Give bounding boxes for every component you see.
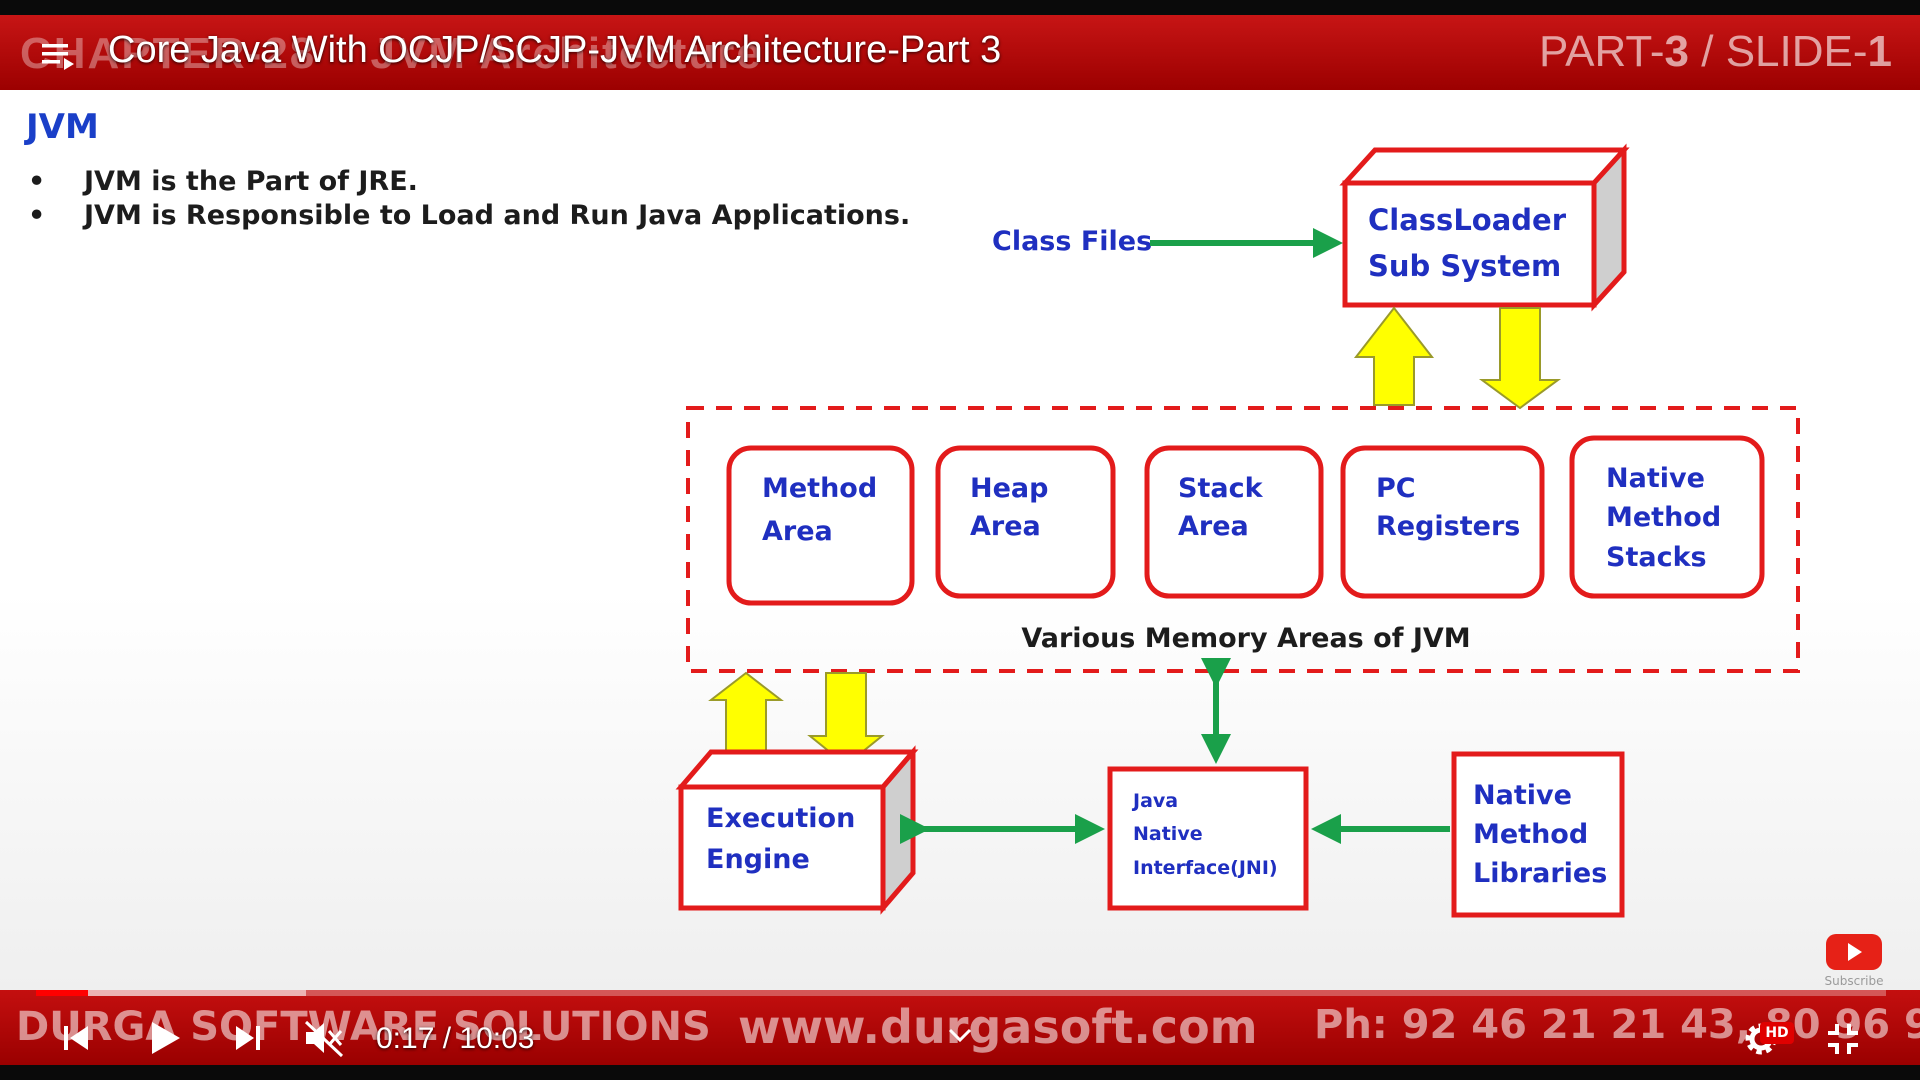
memory-area-label: Method: [1606, 502, 1721, 533]
current-time: 0:17: [376, 1022, 435, 1055]
bullet-marker: •: [28, 166, 46, 197]
time-separator: /: [434, 1022, 460, 1055]
native-libraries-line3: Libraries: [1473, 858, 1607, 889]
play-icon[interactable]: [144, 1018, 184, 1058]
memory-area-label: Heap: [970, 473, 1048, 504]
bullet-item: • JVM is Responsible to Load and Run Java…: [28, 199, 910, 233]
memory-area-native-method-stacks: Native Method Stacks: [1569, 435, 1765, 599]
memory-areas-caption: Various Memory Areas of JVM: [1021, 623, 1470, 654]
footer-company: DURGA SOFTWARE SOLUTIONS: [16, 1004, 711, 1050]
duration: 10:03: [459, 1022, 535, 1055]
down-arrow-from-classloader: [1478, 307, 1562, 410]
footer-website: www.durgasoft.com: [738, 1000, 1258, 1054]
bottom-letterbox: [0, 1065, 1920, 1080]
progress-bar[interactable]: [36, 990, 1886, 996]
bullet-marker: •: [28, 200, 46, 231]
memory-area-label: Method: [762, 473, 877, 504]
bullet-text: JVM is the Part of JRE.: [84, 166, 418, 197]
chapter-topic: JVM Architecture: [370, 29, 763, 78]
jni-line1: Java: [1131, 790, 1178, 812]
hd-badge: HD: [1760, 1022, 1794, 1044]
memory-area-heap: Heap Area: [935, 445, 1116, 599]
video-title[interactable]: Core Java With OCJP/SCJP-JVM Architectur…: [108, 29, 1002, 71]
execution-engine-box: Execution Engine: [675, 745, 919, 915]
memory-area-label: Area: [1178, 511, 1249, 542]
progress-played: [36, 990, 88, 996]
memory-area-label: Native: [1606, 463, 1705, 494]
memory-area-label: Registers: [1376, 511, 1520, 542]
next-icon[interactable]: [230, 1020, 266, 1056]
subscribe-label: Subscribe: [1824, 974, 1884, 988]
part-number: 3: [1664, 27, 1690, 76]
memory-area-label: Stacks: [1606, 542, 1707, 573]
memory-areas-dashed-box: [686, 406, 1800, 673]
memory-area-label: Stack: [1178, 473, 1264, 504]
slide-prefix: / SLIDE-: [1689, 27, 1868, 76]
native-libraries-line1: Native: [1473, 780, 1572, 811]
time-display: 0:17 / 10:03: [376, 1022, 534, 1056]
memory-area-label: Area: [970, 511, 1041, 542]
muted-volume-icon[interactable]: [302, 1018, 346, 1058]
slide-heading: JVM: [26, 107, 99, 147]
memory-area-label: PC: [1376, 473, 1416, 504]
up-arrow-to-classloader: [1353, 306, 1435, 406]
part-prefix: PART-: [1539, 27, 1665, 76]
execution-engine-line1: Execution: [706, 803, 855, 834]
memory-area-stack: Stack Area: [1144, 445, 1324, 599]
part-slide-label: PART-3 / SLIDE-1: [1539, 27, 1892, 77]
chapter-ghost-text: CHAPTER-28 JVM Architecture: [20, 29, 763, 79]
memory-area-pc-registers: PC Registers: [1340, 445, 1545, 599]
subscribe-watermark[interactable]: Subscribe: [1824, 930, 1884, 990]
jni-line2: Native: [1133, 823, 1203, 845]
memory-area-method: Method Area: [726, 445, 915, 606]
progress-buffered: [36, 990, 307, 996]
class-files-label: Class Files: [992, 226, 1152, 257]
bullet-text: JVM is Responsible to Load and Run Java …: [84, 200, 911, 231]
native-method-libraries-box: Native Method Libraries: [1451, 751, 1625, 918]
slide-header: CHAPTER-28 JVM Architecture PART-3 / SLI…: [0, 15, 1920, 90]
slide-number: 1: [1867, 27, 1892, 76]
exit-fullscreen-icon[interactable]: [1824, 1020, 1862, 1058]
bullet-item: • JVM is the Part of JRE.: [28, 165, 910, 199]
menu-playlist-icon[interactable]: [40, 41, 76, 73]
subscribe-icon: [1826, 934, 1882, 970]
jni-box: Java Native Interface(JNI): [1107, 766, 1309, 911]
classloader-box: ClassLoader Sub System: [1339, 143, 1630, 312]
footer-phone: Ph: 92 46 21 21 43, 80 96 96 96 96: [1314, 1002, 1920, 1048]
chevron-down-icon[interactable]: [946, 1026, 974, 1046]
previous-icon[interactable]: [58, 1020, 94, 1056]
memory-area-label: Area: [762, 516, 833, 547]
chapter-label: CHAPTER-28: [20, 29, 317, 78]
classloader-line1: ClassLoader: [1368, 203, 1567, 237]
classloader-line2: Sub System: [1368, 249, 1561, 283]
bullet-list: • JVM is the Part of JRE. • JVM is Respons…: [28, 165, 910, 233]
jvm-architecture-diagram: Class Files ClassLoader Sub System Metho…: [675, 143, 1800, 918]
top-letterbox: [0, 0, 1920, 15]
jni-line3: Interface(JNI): [1133, 857, 1278, 879]
native-libraries-line2: Method: [1473, 819, 1588, 850]
execution-engine-line2: Engine: [706, 844, 810, 875]
video-frame[interactable]: CHAPTER-28 JVM Architecture PART-3 / SLI…: [0, 15, 1920, 1065]
